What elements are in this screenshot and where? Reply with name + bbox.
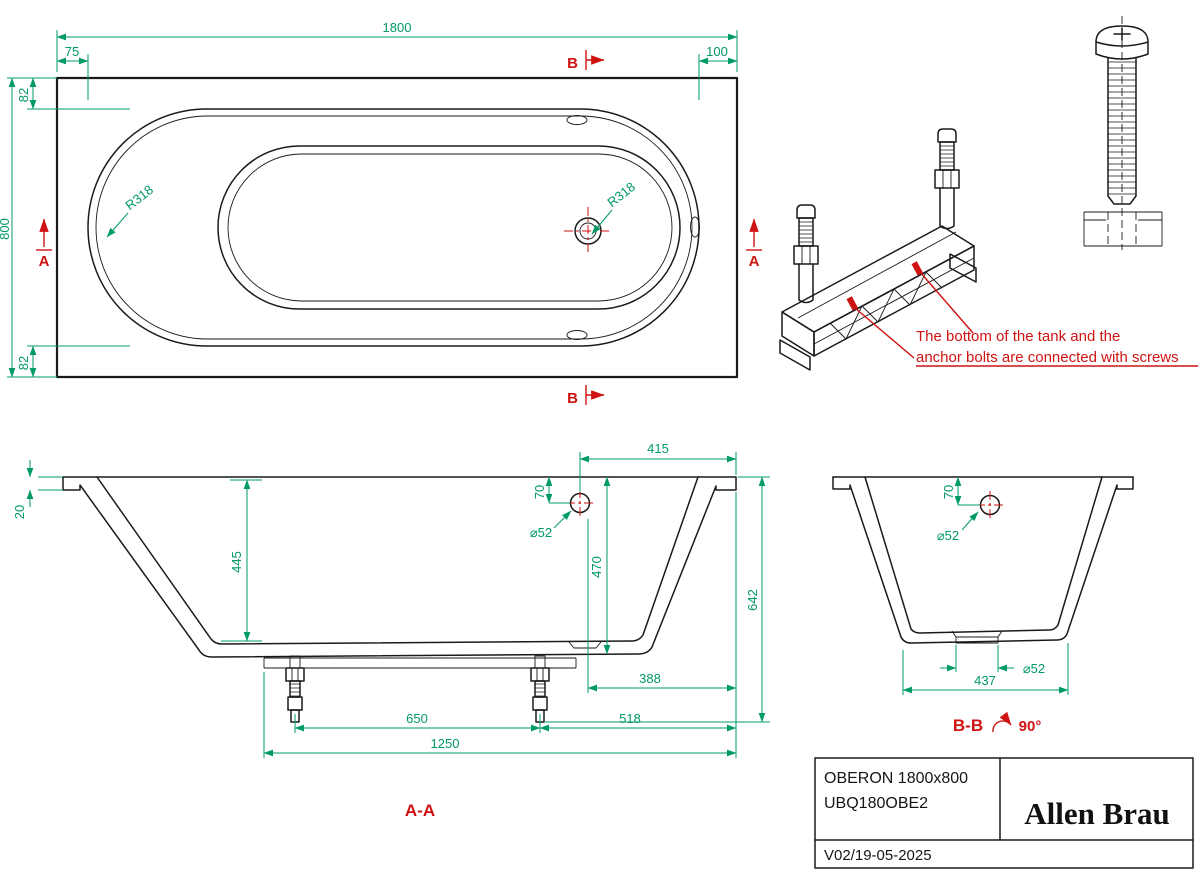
title-block-dividers xyxy=(814,757,1194,841)
tub-rim-outer xyxy=(87,108,700,347)
overflow-hole-top xyxy=(566,115,588,125)
aa-dim-650: 650 xyxy=(406,711,428,726)
bb-label: B-B xyxy=(953,716,983,735)
top-view-dim-lines xyxy=(7,30,738,378)
aa-mount-channel xyxy=(263,657,577,669)
aa-dim-445: 445 xyxy=(229,551,244,573)
bb-drain-centerlines xyxy=(976,491,1004,519)
section-markers: B B A A xyxy=(36,50,762,407)
bb-dim-437: 437 xyxy=(974,673,996,688)
aa-dim-1250: 1250 xyxy=(431,736,460,751)
screw-threads xyxy=(1108,61,1136,195)
frame-foot-right xyxy=(949,253,977,283)
bb-dim-dia52-bottom: ⌀52 xyxy=(1023,661,1045,676)
marker-a-right: A xyxy=(749,253,760,270)
iso-note-line1: The bottom of the tank and the xyxy=(916,328,1120,345)
anchor-bolt-right xyxy=(934,128,960,230)
dim-height: 800 xyxy=(0,218,12,240)
aa-outer-profile xyxy=(62,476,737,658)
article-code: UBQ180OBE2 xyxy=(824,795,928,812)
marker-a-left: A xyxy=(39,253,50,270)
bb-dim-dia52-top: ⌀52 xyxy=(937,528,959,543)
aa-inner-profile xyxy=(96,476,699,645)
bb-floor-drain-recess xyxy=(951,630,1003,644)
screw-slot xyxy=(1113,27,1131,41)
tub-outer-rect xyxy=(55,76,739,379)
dim-top-margin: 82 xyxy=(16,88,31,102)
frame-foot-left xyxy=(779,339,811,371)
aa-drain-centerlines xyxy=(566,489,594,517)
dim-left-offset: 75 xyxy=(65,44,79,59)
screw-detail xyxy=(1083,16,1163,250)
overflow-hole-bottom xyxy=(566,330,588,340)
tub-basin-inner xyxy=(227,153,673,302)
bb-inner-profile xyxy=(864,476,1103,634)
aa-dim-518: 518 xyxy=(619,711,641,726)
channel-hidden-lines xyxy=(1107,212,1137,246)
aa-dim-70: 70 xyxy=(532,485,547,499)
bb-dim-70: 70 xyxy=(941,485,956,499)
radius-label-right: R318 xyxy=(604,179,638,210)
bb-dim-lines xyxy=(902,476,1069,695)
screw-shaft xyxy=(1107,57,1137,205)
marker-b-top: B xyxy=(567,55,578,72)
bb-outer-profile xyxy=(832,476,1134,644)
dim-width: 1800 xyxy=(383,20,412,35)
revision-date: V02/19-05-2025 xyxy=(824,847,932,864)
aa-dim-470: 470 xyxy=(589,556,604,578)
iso-frame-view: The bottom of the tank and the anchor bo… xyxy=(779,128,1198,371)
bb-rotation-arrow xyxy=(992,711,1012,733)
note-leaders xyxy=(854,271,974,359)
aa-floor-drain-recess xyxy=(568,641,602,649)
aa-dim-dia52: ⌀52 xyxy=(530,525,552,540)
aa-dim-388: 388 xyxy=(639,671,661,686)
brand-logo: Allen Brau xyxy=(1024,796,1170,831)
aa-label: A-A xyxy=(405,801,435,820)
anchor-bolt-left xyxy=(793,204,819,304)
screw-head xyxy=(1095,25,1149,60)
drain-centerlines xyxy=(564,207,612,255)
title-block-border xyxy=(814,757,1194,869)
tub-basin-outer xyxy=(217,145,681,310)
model-name: OBERON 1800x800 xyxy=(824,770,968,787)
bb-rotation-label: 90° xyxy=(1019,718,1042,735)
section-bb: 70 ⌀52 ⌀52 437 B-B 90° xyxy=(832,476,1134,735)
section-aa: 415 70 ⌀52 470 445 20 642 388 650 518 12… xyxy=(12,441,770,820)
screw-highlight-left xyxy=(846,296,858,311)
dim-bottom-margin: 82 xyxy=(16,356,31,370)
aa-foot-right xyxy=(530,655,550,723)
top-view: 1800 75 100 82 800 82 R318 R318 B B A A xyxy=(0,20,762,407)
radius-label-left: R318 xyxy=(122,182,156,213)
aa-dim-642: 642 xyxy=(745,589,760,611)
dim-right-offset: 100 xyxy=(706,44,728,59)
title-block: OBERON 1800x800 UBQ180OBE2 Allen Brau V0… xyxy=(814,757,1194,869)
iso-note-line2: anchor bolts are connected with screws xyxy=(916,349,1179,366)
tub-rim-inner xyxy=(95,115,693,340)
channel-section xyxy=(1083,211,1163,247)
aa-dim-lines xyxy=(26,452,770,758)
frame-end-face xyxy=(781,311,815,357)
aa-foot-left xyxy=(285,655,305,723)
overflow-hole-right xyxy=(690,216,700,238)
aa-dim-20: 20 xyxy=(12,505,27,519)
aa-dim-415: 415 xyxy=(647,441,669,456)
marker-b-bottom: B xyxy=(567,390,578,407)
